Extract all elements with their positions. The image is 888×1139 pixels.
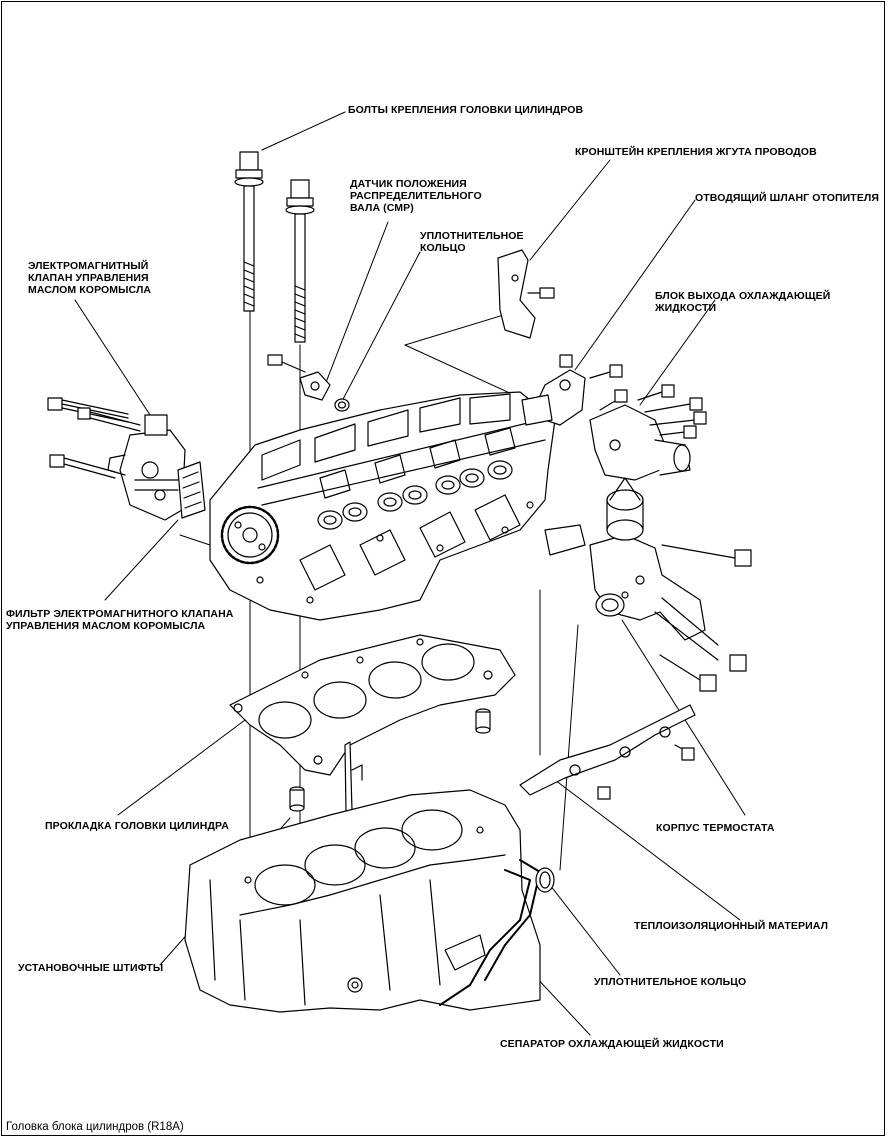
dowel-pin-icon	[289, 786, 305, 812]
label-harness-bracket: КРОНШТЕЙН КРЕПЛЕНИЯ ЖГУТА ПРОВОДОВ	[575, 146, 817, 158]
label-solenoid-valve: ЭЛЕКТРОМАГНИТНЫЙ КЛАПАН УПРАВЛЕНИЯ МАСЛО…	[28, 260, 152, 296]
label-coolant-outlet: БЛОК ВЫХОДА ОХЛАЖДАЮЩЕЙ ЖИДКОСТИ	[655, 290, 831, 314]
figure-caption: Головка блока цилиндров (R18A)	[6, 1121, 184, 1133]
label-cmp-sensor: ДАТЧИК ПОЛОЖЕНИЯ РАСПРЕДЕЛИТЕЛЬНОГО ВАЛА…	[350, 178, 482, 214]
label-head-gasket: ПРОКЛАДКА ГОЛОВКИ ЦИЛИНДРА	[45, 820, 229, 832]
label-coolant-separator: СЕПАРАТОР ОХЛАЖДАЮЩЕЙ ЖИДКОСТИ	[500, 1038, 724, 1050]
dowel-pin-icon	[475, 708, 491, 734]
insulation-strip-icon	[344, 741, 363, 813]
bolt-icon	[49, 454, 116, 479]
label-solenoid-filter: ФИЛЬТР ЭЛЕКТРОМАГНИТНОГО КЛАПАНА УПРАВЛЕ…	[6, 608, 234, 632]
label-heater-hose: ОТВОДЯЩИЙ ШЛАНГ ОТОПИТЕЛЯ	[695, 192, 880, 204]
bolt-icon	[47, 397, 129, 423]
label-head-bolts: БОЛТЫ КРЕПЛЕНИЯ ГОЛОВКИ ЦИЛИНДРОВ	[348, 104, 584, 116]
gasket-icon	[229, 634, 516, 776]
hose-outlet-icon	[521, 354, 623, 426]
o-ring-icon	[535, 867, 555, 893]
engine-block-icon	[184, 789, 541, 1013]
bolt-icon	[234, 151, 264, 312]
coolant-outlet-icon	[589, 384, 707, 481]
insulation-icon	[519, 704, 696, 800]
label-dowel-pins: УСТАНОВОЧНЫЕ ШТИФТЫ	[18, 962, 164, 974]
solenoid-filter-icon	[177, 461, 206, 519]
bolt-icon	[285, 179, 315, 343]
bolt-icon	[77, 407, 141, 432]
label-o-ring-top: УПЛОТНИТЕЛЬНОЕ КОЛЬЦО	[420, 230, 524, 254]
label-thermostat-housing: КОРПУС ТЕРМОСТАТА	[656, 822, 775, 834]
o-ring-icon	[334, 398, 350, 412]
bracket-icon	[497, 249, 555, 339]
label-o-ring-bottom: УПЛОТНИТЕЛЬНОЕ КОЛЬЦО	[594, 976, 747, 988]
cylinder-head-icon	[209, 391, 556, 621]
camshaft-gear-icon	[220, 505, 280, 565]
thermostat-housing-icon	[544, 477, 752, 692]
solenoid-valve-icon	[107, 414, 186, 521]
label-insulation: ТЕПЛОИЗОЛЯЦИОННЫЙ МАТЕРИАЛ	[634, 920, 829, 932]
cmp-sensor-icon	[267, 354, 331, 401]
